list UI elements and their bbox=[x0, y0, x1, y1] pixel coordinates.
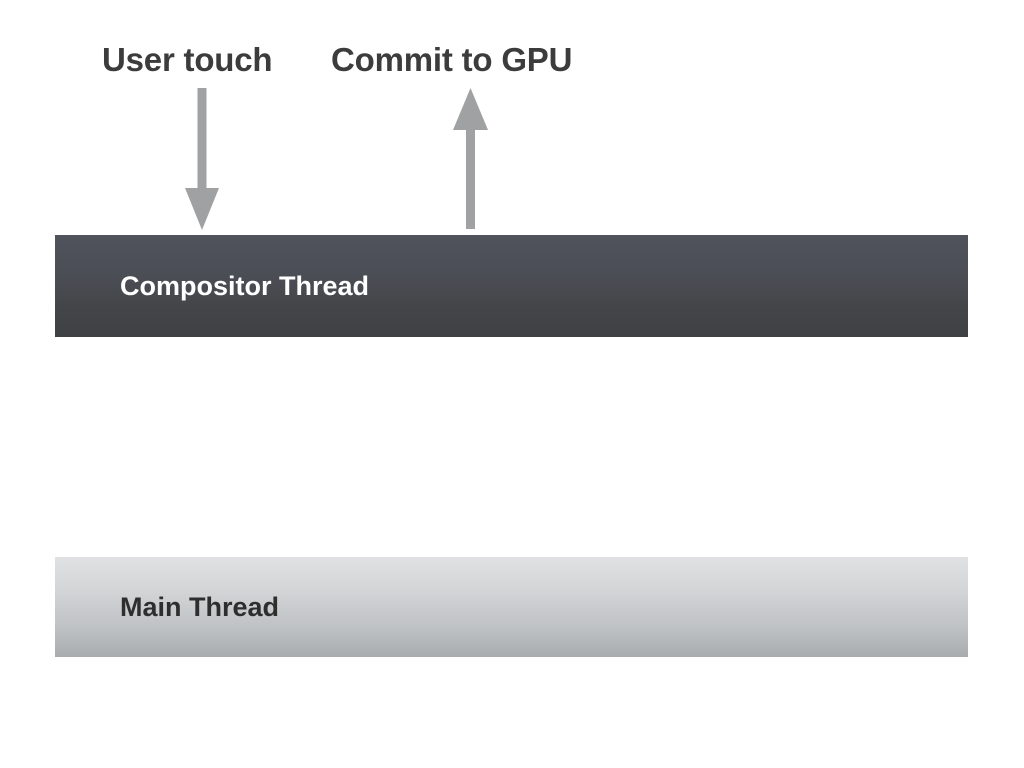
arrow-down-user-touch bbox=[180, 88, 236, 238]
arrow-up-icon bbox=[453, 88, 488, 229]
compositor-thread-label: Compositor Thread bbox=[120, 270, 370, 301]
arrow-down-icon bbox=[185, 88, 219, 230]
arrow-up-commit-to-gpu bbox=[448, 85, 504, 238]
label-user-touch: User touch bbox=[102, 41, 273, 78]
label-commit-to-gpu: Commit to GPU bbox=[331, 41, 573, 78]
main-thread-label: Main Thread bbox=[120, 591, 280, 622]
main-thread-bar: Main Thread bbox=[55, 557, 968, 657]
compositor-thread-bar: Compositor Thread bbox=[55, 235, 968, 337]
